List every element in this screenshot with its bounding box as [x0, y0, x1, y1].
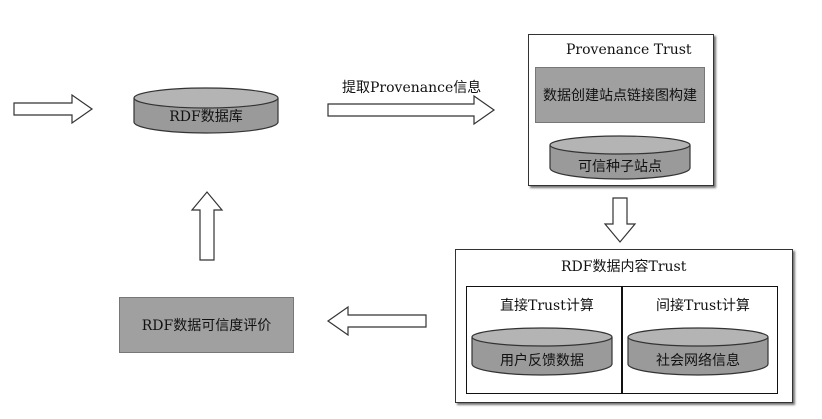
- social-network-cylinder: [627, 327, 769, 376]
- rdf-database-label: RDF数据库: [169, 109, 243, 125]
- provenance-trust-title: Provenance Trust: [566, 42, 692, 58]
- extract-provenance-label: 提取Provenance信息: [342, 80, 482, 96]
- up-arrow: [190, 191, 224, 261]
- seed-site-label: 可信种子站点: [578, 159, 662, 175]
- link-graph-build-node: 数据创建站点链接图构建: [535, 67, 705, 123]
- rdf-database-cylinder: [133, 87, 279, 134]
- direct-trust-title: 直接Trust计算: [500, 298, 594, 314]
- extract-arrow: [327, 94, 496, 126]
- seed-site-cylinder: [549, 135, 691, 180]
- social-network-label: 社会网络信息: [656, 353, 740, 369]
- down-arrow: [603, 197, 637, 243]
- input-arrow: [13, 93, 94, 125]
- content-trust-title: RDF数据内容Trust: [561, 259, 687, 275]
- indirect-trust-title: 间接Trust计算: [656, 298, 750, 314]
- user-feedback-cylinder: [471, 327, 613, 376]
- to-evaluation-arrow: [326, 305, 427, 337]
- user-feedback-label: 用户反馈数据: [500, 353, 584, 369]
- credibility-evaluation-node: RDF数据可信度评价: [119, 297, 294, 353]
- credibility-evaluation-label: RDF数据可信度评价: [141, 318, 272, 334]
- link-graph-build-label: 数据创建站点链接图构建: [543, 88, 697, 104]
